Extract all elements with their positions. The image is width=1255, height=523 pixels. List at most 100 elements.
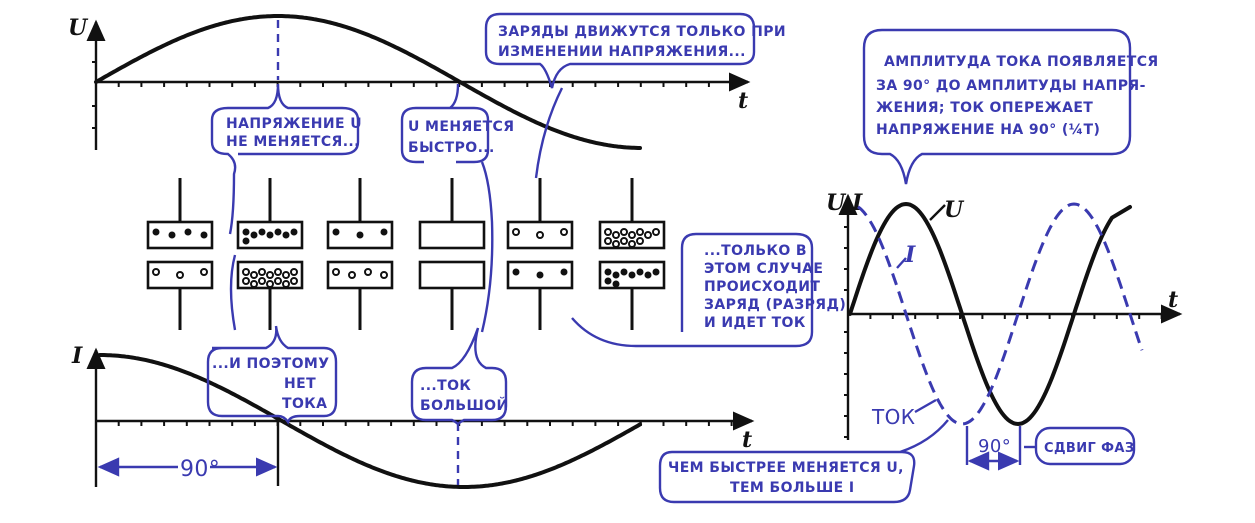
- note-line: ЧЕМ БЫСТРЕЕ МЕНЯЕТСЯ U,: [668, 460, 904, 476]
- positive-charge: [250, 280, 258, 288]
- callout-amplitude: АМПЛИТУДА ТОКА ПОЯВЛЯЕТСЯ ЗА 90° ДО АМПЛ…: [862, 28, 1159, 185]
- tok-pointer: [914, 398, 937, 414]
- callout-connector: [229, 254, 237, 331]
- positive-charge: [560, 228, 568, 236]
- note-line: ЖЕНИЯ; ТОК ОПЕРЕЖАЕТ: [876, 100, 1093, 116]
- electron: [242, 228, 250, 236]
- note-line: U МЕНЯЕТСЯ: [408, 119, 514, 135]
- electron: [290, 228, 298, 236]
- note-line: НЕ МЕНЯЕТСЯ...: [226, 134, 360, 150]
- capacitor: [326, 178, 394, 330]
- t-axis-ticks-right: [844, 205, 1163, 438]
- electron: [152, 228, 160, 236]
- note-line: НАПРЯЖЕНИЕ НА 90° (¼T): [876, 122, 1100, 138]
- svg-text:...ТОЛЬКО В ЭТОМ СЛУЧАЕ: ...ТОЛЬКО В ЭТОМ СЛУЧАЕ ПРОИСХОДИТ ЗАРЯД…: [704, 243, 851, 331]
- i-axis-label: I: [71, 343, 83, 369]
- tok-label: ТОК: [871, 405, 915, 429]
- electron: [628, 271, 636, 279]
- positive-charge: [258, 277, 266, 285]
- callout-connector: [480, 161, 494, 333]
- note-line: ЗАРЯДЫ ДВИЖУТСЯ ТОЛЬКО ПРИ: [498, 24, 786, 40]
- electron: [274, 228, 282, 236]
- callout-only-this-case: ...ТОЛЬКО В ЭТОМ СЛУЧАЕ ПРОИСХОДИТ ЗАРЯД…: [571, 232, 851, 348]
- capacitor-plate-top: [418, 220, 486, 250]
- u-pointer: [929, 204, 946, 221]
- note-line: ЗАРЯД (РАЗРЯД): [704, 297, 846, 313]
- note-line: НЕТ: [284, 376, 316, 392]
- svg-text:НАПРЯЖЕНИЕ UНЕ МЕНЯЕТСЯ...: НАПРЯЖЕНИЕ UНЕ МЕНЯЕТСЯ...: [226, 116, 362, 150]
- electron: [282, 231, 290, 239]
- t-axis-ticks: [92, 39, 733, 129]
- u-axis-label: U: [68, 15, 89, 41]
- positive-charge: [258, 268, 266, 276]
- positive-charge: [274, 277, 282, 285]
- u-curve-label: U: [944, 197, 965, 223]
- electron: [380, 228, 388, 236]
- current-graph: I t 90°: [71, 343, 755, 489]
- note-line: АМПЛИТУДА ТОКА ПОЯВЛЯЕТСЯ: [884, 54, 1159, 70]
- u-axis-label-right: U: [826, 190, 847, 216]
- capacitor: [418, 178, 486, 330]
- shift-badge-label: СДВИГ ФАЗ: [1044, 441, 1135, 456]
- svg-text:...ТОК БОЛЬШОЙ: ...ТОК БОЛЬШОЙ: [420, 378, 509, 414]
- electron: [636, 268, 644, 276]
- capacitor: [146, 178, 214, 330]
- t-axis-label-right: t: [1168, 287, 1178, 313]
- positive-charge: [620, 237, 628, 245]
- positive-charge: [636, 237, 644, 245]
- positive-charge: [364, 268, 372, 276]
- positive-charge: [332, 268, 340, 276]
- electron: [184, 228, 192, 236]
- phase-graph: U I t U I ТОК 90° СДВИГ ФАЗ: [826, 190, 1183, 471]
- positive-charge: [536, 231, 544, 239]
- voltage-curve-right: [848, 201, 1132, 427]
- note-line: ПРОИСХОДИТ: [704, 279, 820, 295]
- note-line: ...ТОК: [420, 378, 471, 394]
- positive-charge: [282, 271, 290, 279]
- positive-charge: [636, 228, 644, 236]
- positive-charge: [282, 280, 290, 288]
- positive-charge: [348, 271, 356, 279]
- shift-badge: [1034, 426, 1136, 466]
- electron: [612, 271, 620, 279]
- callout-connector: [534, 87, 564, 179]
- positive-charge: [628, 240, 636, 248]
- positive-charge: [604, 228, 612, 236]
- positive-charge: [274, 268, 282, 276]
- electron: [560, 268, 568, 276]
- note-line: ТЕМ БОЛЬШЕ I: [730, 480, 855, 496]
- positive-charge: [512, 228, 520, 236]
- i-axis-label-right: I: [851, 190, 863, 216]
- electron: [266, 231, 274, 239]
- i-pointer: [896, 257, 907, 269]
- positive-charge: [176, 271, 184, 279]
- electron: [168, 231, 176, 239]
- i-curve-label: I: [904, 242, 916, 268]
- t-axis-label-bottom: t: [742, 427, 752, 453]
- callout-voltage-fast: U МЕНЯЕТСЯ БЫСТРО...: [400, 83, 514, 333]
- capacitor-row: [146, 178, 666, 330]
- note-line: БОЛЬШОЙ: [420, 397, 509, 414]
- note-line: ИЗМЕНЕНИИ НАПРЯЖЕНИЯ...: [498, 44, 746, 60]
- electron: [644, 271, 652, 279]
- positive-charge: [266, 271, 274, 279]
- positive-charge: [612, 240, 620, 248]
- shift-value: 90°: [978, 436, 1011, 457]
- note-line: И ИДЕТ ТОК: [704, 315, 806, 331]
- positive-charge: [620, 228, 628, 236]
- positive-charge: [242, 268, 250, 276]
- electron: [258, 228, 266, 236]
- positive-charge: [242, 277, 250, 285]
- t-axis-label: t: [738, 88, 748, 114]
- electron: [356, 231, 364, 239]
- note-line: БЫСТРО...: [408, 140, 495, 156]
- electron: [512, 268, 520, 276]
- positive-charge: [250, 271, 258, 279]
- capacitor-plate-top: [506, 220, 574, 250]
- current-curve: [98, 353, 642, 489]
- note-line: ...ТОЛЬКО В: [704, 243, 807, 259]
- positive-charge: [290, 268, 298, 276]
